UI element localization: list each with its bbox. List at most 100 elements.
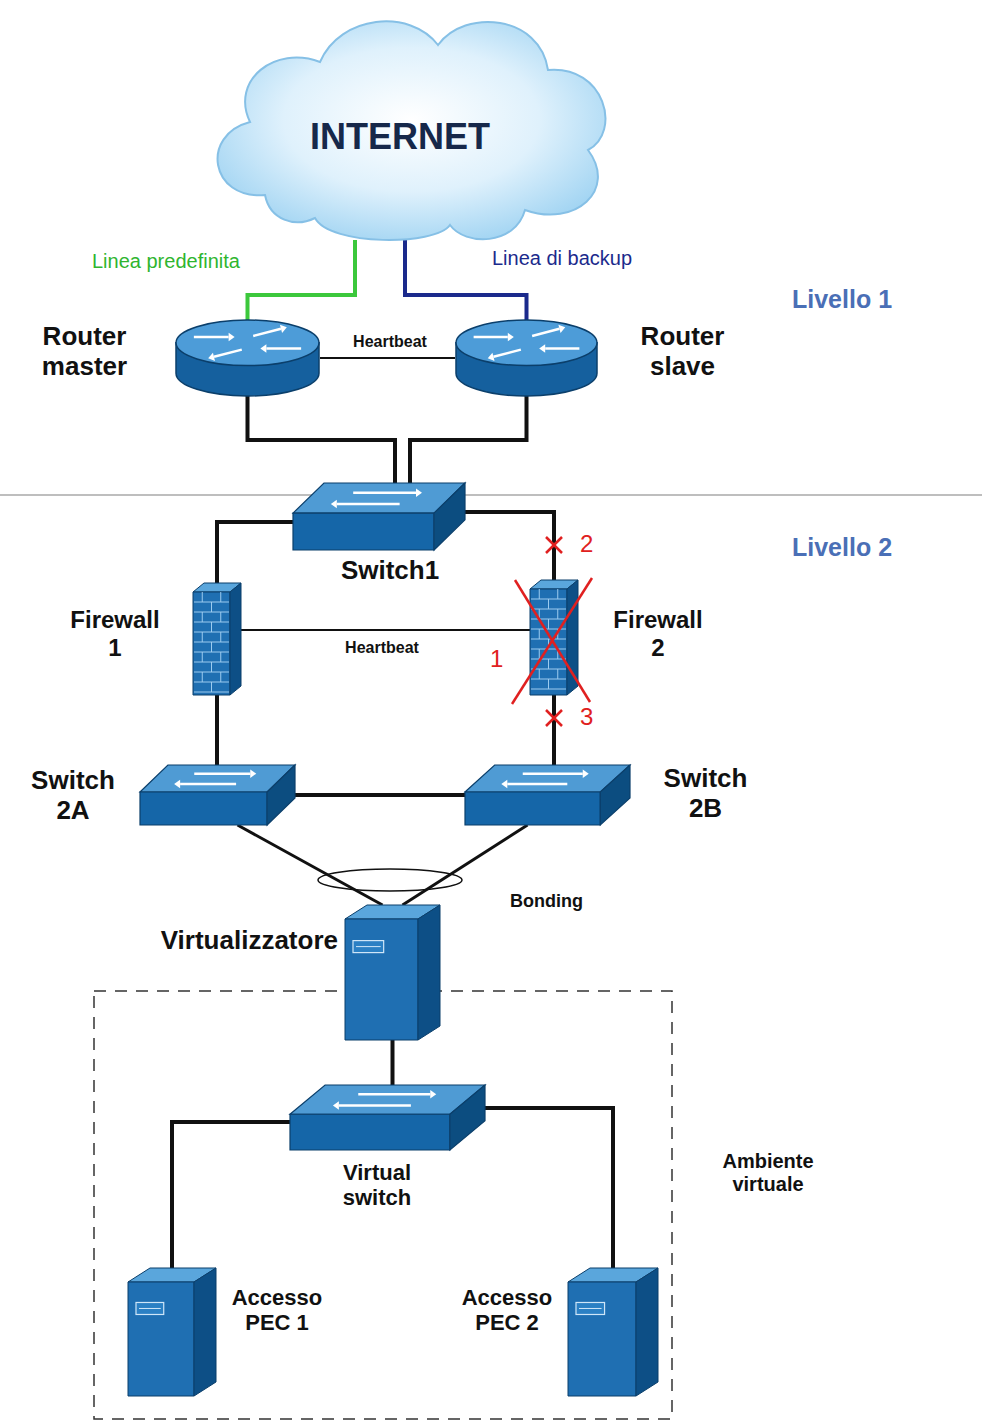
router-top [456,320,597,366]
switch-icon: Switch 2B [465,765,630,825]
internet-cloud: INTERNET [190,0,630,240]
icon-arrowhead [558,325,565,333]
network-link [485,1108,613,1268]
brick-joint [211,622,212,632]
icon-arrowhead [250,769,256,778]
brick-joint [211,682,212,692]
icon-arrowhead [333,1101,339,1110]
brick-joint [548,599,549,609]
icon-arrow [194,336,229,339]
device-name: Firewall 2 [608,606,708,661]
switch-arrows [174,769,256,788]
brick-joint [220,652,221,662]
icon-arrow [337,503,400,506]
fault-mark [546,710,562,726]
server-slot [353,941,384,953]
device-name: Router master [22,322,147,382]
level-label: Livello 2 [792,533,892,562]
cloud-label: INTERNET [300,116,500,157]
server-front [568,1282,636,1396]
network-link [172,1122,290,1268]
icon-arrow [253,329,281,336]
brick-joint [557,589,558,599]
firewall-bricks [531,589,566,689]
icon-arrow [194,772,250,775]
device-name: Switch1 [305,556,475,586]
fault-mark-stroke [546,537,562,553]
device-name: Virtualizzatore [100,926,338,956]
brick-joint [539,629,540,639]
brick-joint [557,669,558,679]
brick-joint [539,589,540,599]
icon-arrowhead [508,333,514,342]
brick-joint [211,642,212,652]
connector-label: Heartbeat [327,639,437,657]
firewall-front [530,589,567,695]
backup-line [405,240,527,320]
server-slot-line [579,1308,602,1309]
brick-joint [220,672,221,682]
brick-joint [202,612,203,622]
switch-icon: Switch 2A [140,765,295,825]
server-slot [576,1302,605,1314]
network-link [552,695,556,765]
network-link [215,695,219,765]
firewall-icon: Firewall 1 [193,583,241,695]
fault-mark-stroke [546,710,562,726]
device-name: Accesso PEC 2 [452,1285,562,1336]
switch-front [290,1114,450,1150]
callout-number: 2 [580,530,593,558]
bonding-link [403,825,528,905]
server-icon-drawing [345,905,440,1040]
failure-cross [512,578,592,704]
icon-arrowhead [416,488,422,497]
icon-arrow [339,1104,411,1107]
icon-arrowhead [583,769,589,778]
icon-arrow [266,347,301,350]
network-link [295,793,465,797]
icon-arrow [532,329,559,336]
brick-joint [211,602,212,612]
server-slot-line [139,1308,161,1309]
frame-label: Ambiente virtuale [698,1150,838,1196]
callout-number: 3 [580,703,593,731]
icon-arrow [358,1093,430,1096]
level-label: Livello 1 [792,285,892,314]
icon-arrow [507,783,567,786]
bonding-label: Bonding [510,891,583,912]
brick-joint [220,632,221,642]
icon-arrowhead [208,353,215,361]
icon-arrow [474,336,508,339]
server-icon-drawing [128,1268,216,1396]
server-slot [136,1302,164,1314]
switch-arrows [333,1090,436,1110]
icon-arrowhead [430,1090,436,1099]
network-link [248,396,396,483]
brick-joint [220,592,221,602]
firewall-icon-drawing [530,580,578,695]
connector-label: Linea predefinita [92,250,240,273]
router-icon-drawing [455,320,598,396]
dashed-frame [94,991,672,1419]
brick-joint [202,592,203,602]
device-name: Virtual switch [322,1160,432,1211]
server-icon: Virtualizzatore [345,905,440,1040]
default-line [248,240,356,320]
router-arrows [474,325,580,361]
virtual-switch-icon-drawing [290,1085,485,1150]
connector-label: Heartbeat [335,333,445,351]
icon-arrow [494,350,521,357]
device-name: Router slave [620,322,745,382]
router-icon: Router master [175,320,320,396]
device-name: Firewall 1 [65,606,165,661]
switch-arrows [331,488,422,508]
brick-joint [202,632,203,642]
brick-joint [202,652,203,662]
firewall-icon-drawing [193,583,241,695]
cloud-shape [218,21,606,240]
bonding-ellipse [318,869,462,891]
switch-side [434,483,465,550]
server-side [636,1268,658,1396]
router-arrows [194,325,301,361]
